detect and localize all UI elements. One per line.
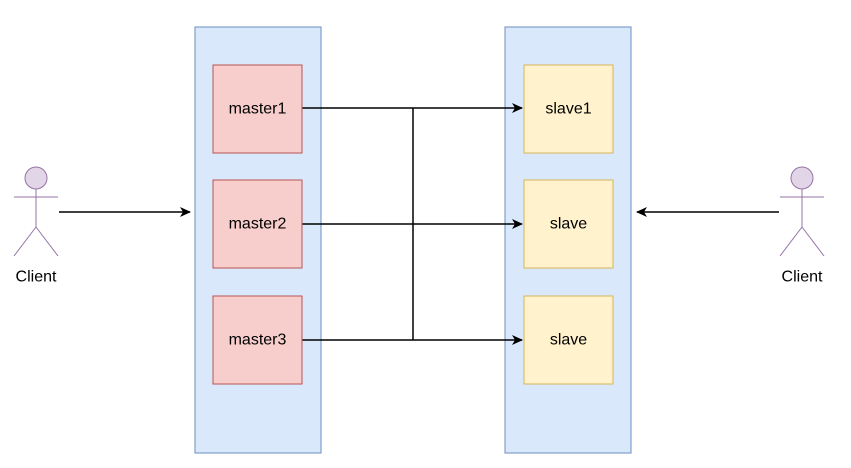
slave-node-3: slave: [523, 295, 614, 385]
client-left: Client: [13, 166, 59, 286]
master-node-2: master2: [212, 179, 303, 269]
replication-edges: [302, 103, 523, 345]
slave-node-label: slave: [550, 216, 587, 233]
client-label: Client: [782, 269, 823, 286]
client-label: Client: [16, 269, 57, 286]
actor-leg-right: [35, 226, 59, 257]
slave-node-2: slave: [523, 179, 614, 269]
master-node-label: master2: [229, 216, 287, 233]
slave-node-label: slave1: [545, 101, 591, 118]
slave-node-box: [523, 295, 614, 385]
client-right: Client: [779, 166, 825, 286]
master-node-box: [212, 295, 303, 385]
actor-leg-right: [801, 226, 825, 257]
master-node-label: master3: [229, 332, 287, 349]
slave-node-label: slave: [550, 332, 587, 349]
actor-leg-left: [13, 226, 37, 257]
master-node-label: master1: [229, 101, 287, 118]
actor-head: [790, 166, 814, 190]
master-node-box: [212, 64, 303, 154]
master-node-3: master3: [212, 295, 303, 385]
actor-leg-left: [779, 226, 803, 257]
slave-node-box: [523, 64, 614, 154]
stick-figure-icon: [13, 166, 59, 257]
stick-figure-icon: [779, 166, 825, 257]
master-node-1: master1: [212, 64, 303, 154]
slave-node-1: slave1: [523, 64, 614, 154]
actor-head: [24, 166, 48, 190]
master-node-box: [212, 179, 303, 269]
slave-node-box: [523, 179, 614, 269]
